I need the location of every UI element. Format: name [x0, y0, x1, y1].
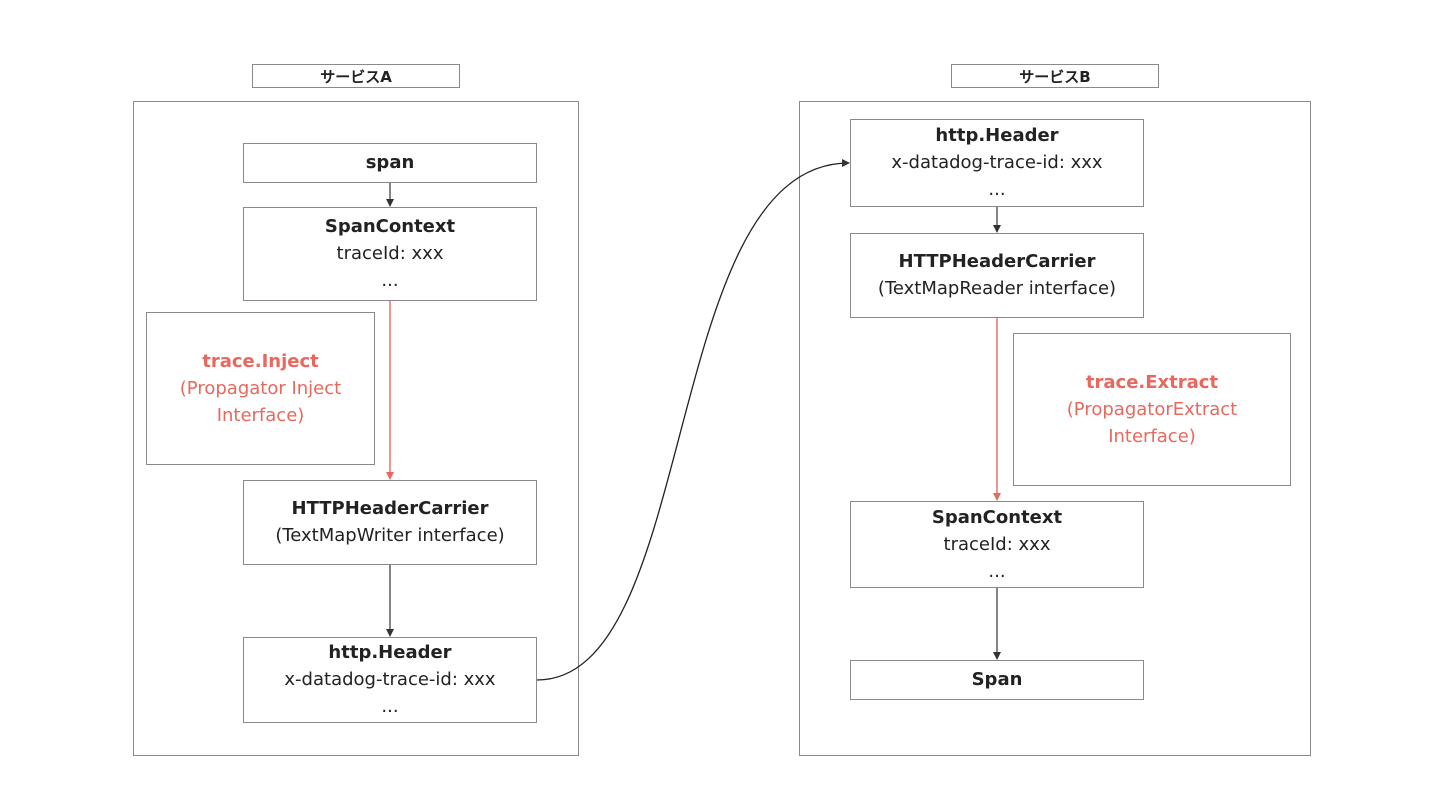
- trace-extract-box: trace.Extract (PropagatorExtract Interfa…: [1013, 333, 1291, 486]
- trace-inject-line1: (Propagator Inject: [179, 377, 342, 399]
- service-b-span-title: Span: [971, 669, 1023, 690]
- trace-inject-title: trace.Inject: [202, 350, 319, 372]
- service-a-label-text: サービスA: [320, 67, 392, 86]
- trace-inject-line2: Interface): [216, 404, 305, 426]
- service-a-carrier-interface: (TextMapWriter interface): [275, 525, 505, 546]
- service-b-label-text: サービスB: [1019, 67, 1091, 86]
- service-a-header-ellipsis: ...: [381, 696, 399, 717]
- service-b-carrier-box: HTTPHeaderCarrier (TextMapReader interfa…: [850, 233, 1144, 318]
- service-a-span-title: span: [365, 152, 415, 173]
- service-b-carrier-interface: (TextMapReader interface): [877, 278, 1117, 299]
- service-a-spancontext-traceid: traceId: xxx: [336, 243, 444, 264]
- service-a-carrier-box: HTTPHeaderCarrier (TextMapWriter interfa…: [243, 480, 537, 565]
- service-a-header-box: http.Header x-datadog-trace-id: xxx ...: [243, 637, 537, 723]
- service-a-carrier-title: HTTPHeaderCarrier: [291, 498, 489, 519]
- trace-extract-line2: Interface): [1108, 425, 1196, 447]
- trace-inject-box: trace.Inject (Propagator Inject Interfac…: [146, 312, 375, 465]
- service-a-label: サービスA: [252, 64, 460, 88]
- trace-extract-title: trace.Extract: [1085, 371, 1219, 393]
- service-b-spancontext-ellipsis: ...: [988, 560, 1006, 582]
- service-b-spancontext-traceid: traceId: xxx: [943, 533, 1051, 555]
- service-b-span-box: Span: [850, 660, 1144, 700]
- service-b-header-title: http.Header: [935, 125, 1059, 146]
- service-b-header-trace-id: x-datadog-trace-id: xxx: [891, 152, 1103, 173]
- service-a-spancontext-box: SpanContext traceId: xxx ...: [243, 207, 537, 301]
- arrow-header-a-to-header-b: [536, 159, 850, 681]
- service-b-spancontext-box: SpanContext traceId: xxx ...: [850, 501, 1144, 588]
- service-b-spancontext-title: SpanContext: [931, 506, 1063, 528]
- service-a-container: [133, 101, 579, 756]
- service-b-header-box: http.Header x-datadog-trace-id: xxx ...: [850, 119, 1144, 207]
- service-a-spancontext-ellipsis: ...: [381, 270, 399, 291]
- service-b-header-ellipsis: ...: [988, 179, 1006, 200]
- service-a-spancontext-title: SpanContext: [324, 216, 456, 237]
- service-b-label: サービスB: [951, 64, 1159, 88]
- service-b-container: [799, 101, 1311, 756]
- service-a-span-box: span: [243, 143, 537, 183]
- service-b-carrier-title: HTTPHeaderCarrier: [898, 251, 1096, 272]
- service-a-header-trace-id: x-datadog-trace-id: xxx: [284, 669, 496, 690]
- service-a-header-title: http.Header: [328, 642, 452, 663]
- trace-extract-line1: (PropagatorExtract: [1066, 398, 1238, 420]
